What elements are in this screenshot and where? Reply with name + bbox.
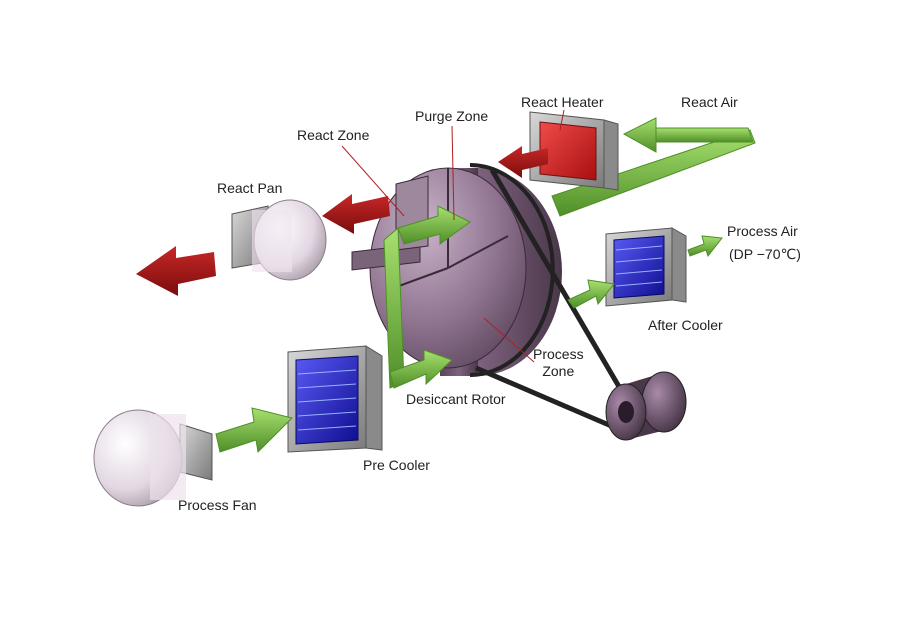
- rotor-drive-motor: [605, 371, 687, 441]
- after-cooler: [605, 227, 687, 307]
- process-air-dewpoint-label: (DP −70℃): [729, 246, 801, 262]
- drive-belt: [475, 168, 631, 431]
- process-air-label: Process Air: [727, 223, 798, 239]
- process-air-through-rotor-arrow: [383, 205, 471, 389]
- react-air-label: React Air: [681, 94, 738, 110]
- process-air-out-arrow: [687, 235, 723, 258]
- purge-zone-label: Purge Zone: [415, 108, 489, 124]
- process-zone-label: Process Zone: [533, 346, 584, 380]
- process-to-after-cooler-arrow: [567, 279, 615, 309]
- react-pan-fan: [231, 199, 327, 281]
- process-zone-label-line1: Process: [533, 346, 584, 362]
- after-cooler-label: After Cooler: [648, 317, 723, 333]
- desiccant-rotor-label: Desiccant Rotor: [406, 391, 506, 407]
- pre-cooler: [287, 345, 383, 453]
- process-fan: [93, 409, 213, 507]
- react-air-duct: [551, 117, 756, 217]
- process-fan-to-pre-cooler-arrow: [215, 407, 293, 454]
- process-zone-label-line2: Zone: [542, 363, 575, 379]
- react-exhaust-arrow-1: [322, 194, 390, 234]
- react-heater: [529, 111, 619, 191]
- pre-cooler-label: Pre Cooler: [363, 457, 430, 473]
- process-fan-label: Process Fan: [178, 497, 257, 513]
- desiccant-rotor: [351, 163, 562, 377]
- react-zone-label: React Zone: [297, 127, 370, 143]
- heated-air-arrow: [498, 146, 548, 178]
- react-exhaust-arrow-2: [136, 246, 216, 296]
- react-pan-label: React Pan: [217, 180, 283, 196]
- react-heater-label: React Heater: [521, 94, 604, 110]
- leader-lines: [341, 109, 565, 363]
